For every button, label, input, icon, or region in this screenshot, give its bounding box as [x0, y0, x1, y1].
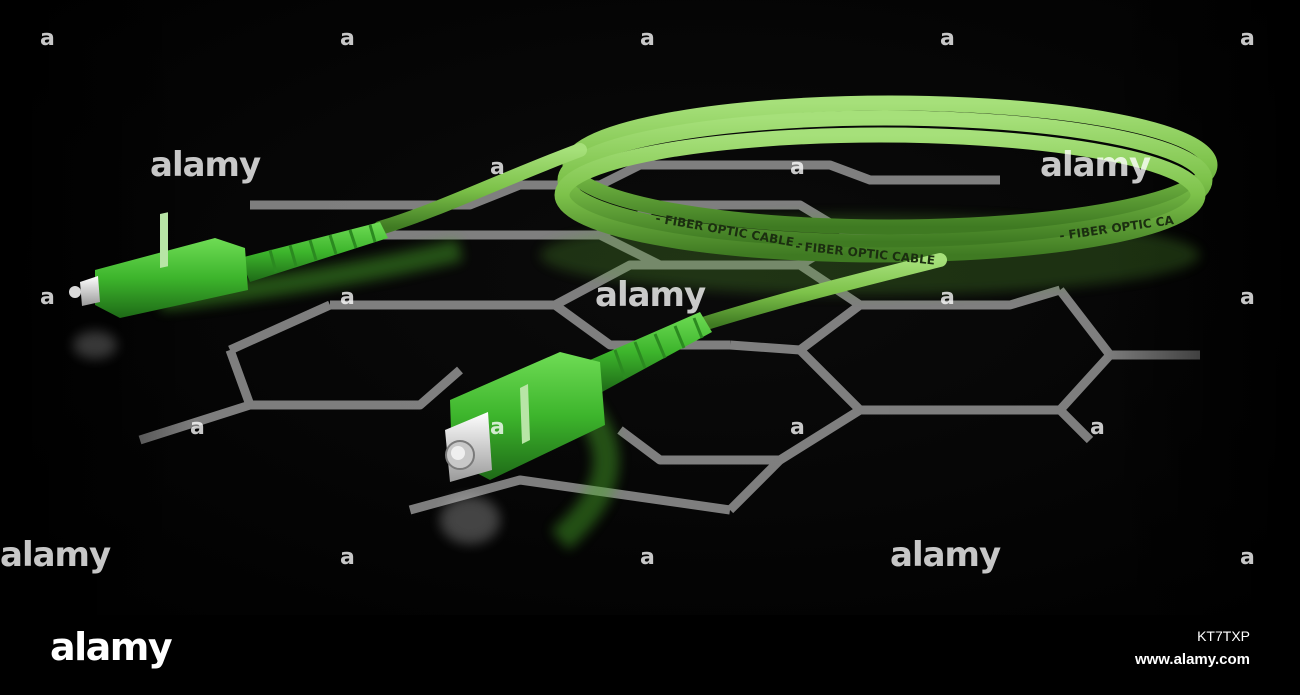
watermark-mark: a: [1240, 545, 1255, 570]
photo-canvas: - FIBER OPTIC CABLE - - FIBER OPTIC CABL…: [0, 0, 1300, 615]
footer-bar: alamy KT7TXP www.alamy.com: [0, 615, 1300, 695]
cable-coil: [373, 95, 1218, 332]
watermark-mark: a: [340, 26, 355, 51]
watermark-mark: a: [490, 415, 505, 440]
watermark-mark: a: [40, 26, 55, 51]
left-connector: [69, 212, 388, 318]
watermark-mark: a: [1240, 285, 1255, 310]
site-url[interactable]: www.alamy.com: [1134, 651, 1250, 668]
watermark-mark: a: [490, 155, 505, 180]
watermark-mark: a: [790, 155, 805, 180]
watermark-brand: alamy: [595, 275, 706, 315]
watermark-mark: a: [640, 545, 655, 570]
watermark-brand: alamy: [890, 535, 1001, 575]
watermark-brand: alamy: [0, 535, 111, 575]
watermark-mark: a: [790, 415, 805, 440]
watermark-brand: alamy: [1040, 145, 1151, 185]
watermark-brand: alamy: [150, 145, 261, 185]
image-id: KT7TXP: [1197, 628, 1250, 644]
front-connector: [445, 312, 712, 482]
watermark-mark: a: [340, 545, 355, 570]
footer-logo: alamy: [50, 625, 173, 669]
watermark-mark: a: [940, 285, 955, 310]
watermark-mark: a: [640, 26, 655, 51]
fiber-cable-scene: - FIBER OPTIC CABLE - - FIBER OPTIC CABL…: [0, 0, 1300, 615]
watermark-mark: a: [340, 285, 355, 310]
watermark-mark: a: [190, 415, 205, 440]
watermark-mark: a: [1090, 415, 1105, 440]
watermark-mark: a: [940, 26, 955, 51]
watermark-mark: a: [40, 285, 55, 310]
watermark-mark: a: [1240, 26, 1255, 51]
